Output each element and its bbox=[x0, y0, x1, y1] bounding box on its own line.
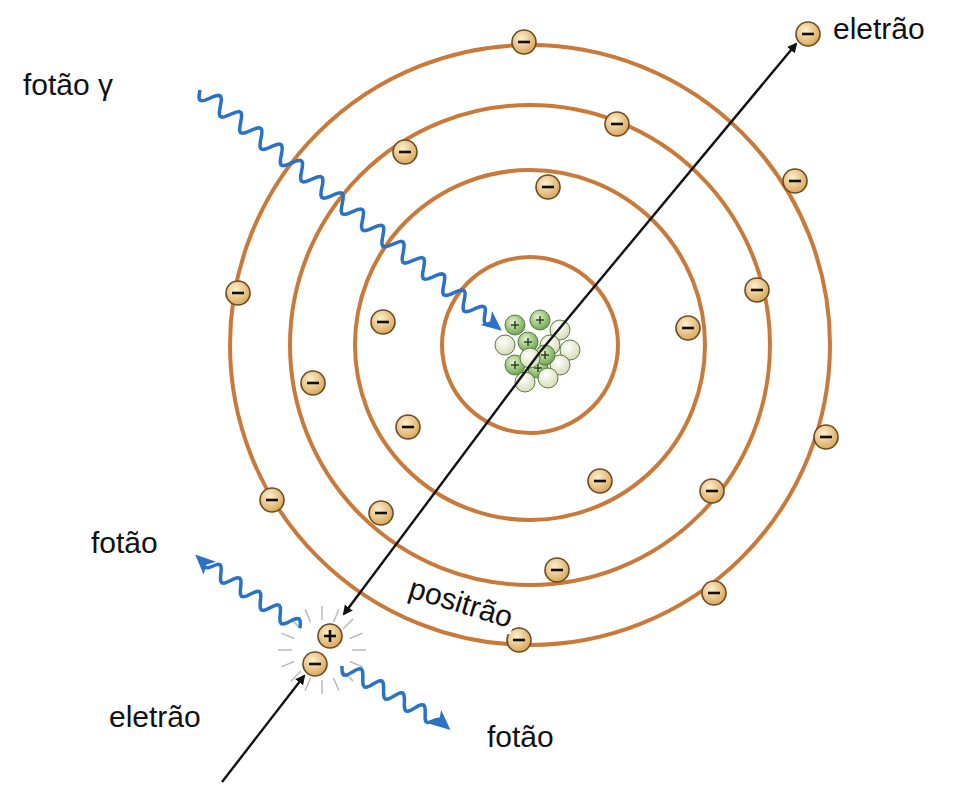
electron-particle bbox=[226, 281, 250, 305]
photon-label: fotão bbox=[88, 526, 161, 559]
electron-particle bbox=[814, 425, 838, 449]
photon-label: fotão γ bbox=[20, 68, 116, 101]
electron-label: eletrão bbox=[830, 12, 928, 45]
electron-particle bbox=[605, 112, 629, 136]
orbit-rings bbox=[230, 45, 830, 645]
electron-particle bbox=[301, 371, 325, 395]
electron-particle bbox=[371, 310, 395, 334]
photon-wave bbox=[342, 666, 446, 726]
electron-particle bbox=[369, 501, 393, 525]
photon-wave bbox=[199, 90, 497, 327]
electron-track bbox=[540, 44, 796, 352]
electron-track bbox=[222, 676, 304, 782]
electron-particle bbox=[545, 558, 569, 582]
electron-particle bbox=[393, 140, 417, 164]
electron-particle bbox=[700, 479, 724, 503]
electron-particle bbox=[745, 278, 769, 302]
electron-particle bbox=[512, 30, 536, 54]
electron-particle bbox=[536, 175, 560, 199]
electron-particle bbox=[260, 488, 284, 512]
annihilation bbox=[200, 22, 820, 726]
electron-particle bbox=[396, 415, 420, 439]
electron-particle bbox=[588, 469, 612, 493]
positron-track bbox=[344, 352, 540, 614]
electron-particle bbox=[702, 581, 726, 605]
electron-particle bbox=[783, 169, 807, 193]
photon-wave bbox=[200, 559, 301, 628]
positron-particle bbox=[318, 624, 342, 648]
nucleus bbox=[495, 310, 580, 392]
photon-label: fotão bbox=[484, 720, 557, 753]
particle-paths bbox=[199, 44, 796, 782]
electron-particle bbox=[676, 316, 700, 340]
electron-particle bbox=[303, 652, 327, 676]
orbit-electrons bbox=[226, 30, 838, 652]
electron-label: eletrão bbox=[106, 700, 204, 733]
electron-particle bbox=[796, 22, 820, 46]
